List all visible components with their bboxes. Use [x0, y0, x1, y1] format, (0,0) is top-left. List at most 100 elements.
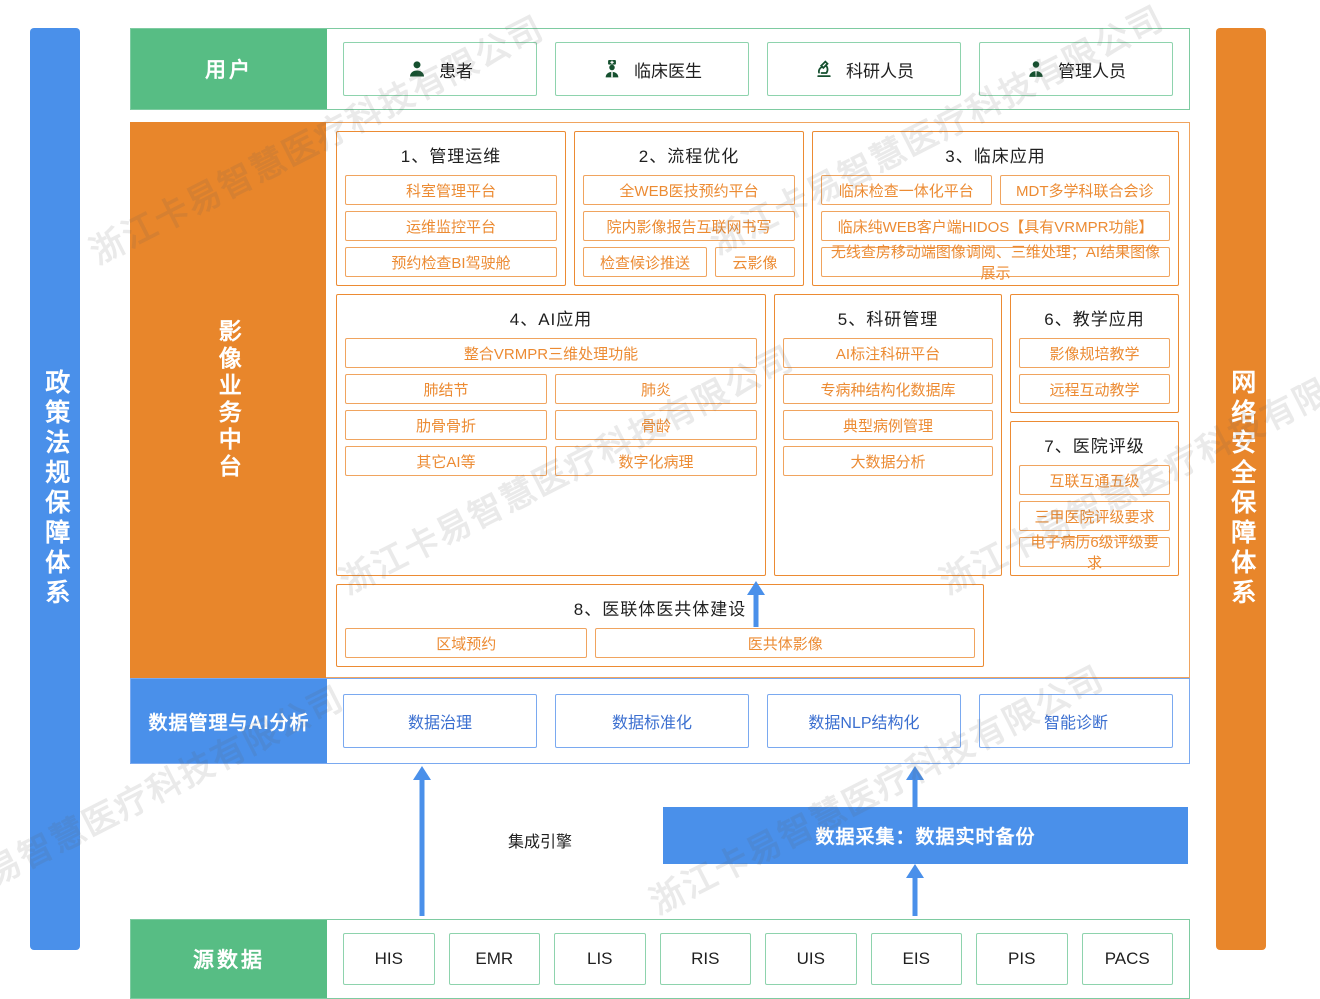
data-card-standardization[interactable]: 数据标准化	[555, 694, 749, 748]
chip-item[interactable]: 典型病例管理	[783, 410, 993, 440]
chip-row: 肋骨骨折 骨龄	[345, 410, 757, 440]
arrow-data-to-platform	[746, 581, 766, 627]
data-card-intelligent-diagnosis[interactable]: 智能诊断	[979, 694, 1173, 748]
group-management-ops: 1、管理运维 科室管理平台 运维监控平台 预约检查BI驾驶舱	[336, 131, 566, 286]
source-card-uis[interactable]: UIS	[765, 933, 857, 985]
chip-item[interactable]: 云影像	[715, 247, 795, 277]
chip-row: 其它AI等 数字化病理	[345, 446, 757, 476]
chip-row: 互联互通五级	[1019, 465, 1170, 495]
group-title: 4、AI应用	[509, 310, 593, 329]
platform-group-row-2: 4、AI应用 整合VRMPR三维处理功能 肺结节 肺炎 肋骨骨折 骨龄 其它AI…	[336, 294, 1179, 576]
source-card-pacs[interactable]: PACS	[1081, 933, 1173, 985]
arrow-capture-to-data	[905, 766, 925, 810]
chip-item[interactable]: 大数据分析	[783, 446, 993, 476]
chip-item[interactable]: 临床检查一体化平台	[821, 175, 992, 205]
user-layer-label: 用户	[131, 29, 327, 109]
user-card-researcher[interactable]: 科研人员	[767, 42, 961, 96]
user-card-label: 科研人员	[846, 61, 914, 81]
chip-item[interactable]: 全WEB医技预约平台	[583, 175, 795, 205]
source-card-lis[interactable]: LIS	[554, 933, 646, 985]
source-card-list: HIS EMR LIS RIS UIS EIS PIS PACS	[327, 920, 1189, 998]
chip-row: 全WEB医技预约平台	[583, 175, 795, 205]
data-card-nlp[interactable]: 数据NLP结构化	[767, 694, 961, 748]
integration-engine-label: 集成引擎	[507, 834, 572, 851]
chip-item[interactable]: 运维监控平台	[345, 211, 557, 241]
connector-layer: 数据采集：数据实时备份 集成引擎	[130, 764, 1190, 919]
source-card-his[interactable]: HIS	[343, 933, 435, 985]
chip-item[interactable]: 无线查房移动端图像调阅、三维处理；AI结果图像展示	[821, 244, 1170, 282]
doctor-icon	[602, 59, 622, 79]
source-card-pis[interactable]: PIS	[976, 933, 1068, 985]
chip-item[interactable]: 检查候诊推送	[583, 247, 707, 277]
chip-row: 科室管理平台	[345, 175, 557, 205]
chip-item[interactable]: 整合VRMPR三维处理功能	[345, 338, 757, 368]
group-title: 5、科研管理	[837, 310, 939, 329]
arrow-source-to-capture	[905, 864, 925, 916]
chip-item[interactable]: 骨龄	[555, 410, 757, 440]
chip-item[interactable]: 远程互动教学	[1019, 374, 1170, 404]
chip-row: 典型病例管理	[783, 410, 993, 440]
data-card-governance[interactable]: 数据治理	[343, 694, 537, 748]
manager-icon	[1026, 59, 1046, 79]
group-title: 1、管理运维	[400, 147, 502, 166]
architecture-stack: 用户 患者	[130, 28, 1190, 999]
chip-item[interactable]: 其它AI等	[345, 446, 547, 476]
user-card-label: 患者	[439, 61, 473, 81]
user-card-label: 管理人员	[1058, 61, 1126, 81]
user-card-administrator[interactable]: 管理人员	[979, 42, 1173, 96]
group-title: 6、教学应用	[1044, 310, 1145, 329]
chip-item[interactable]: 专病种结构化数据库	[783, 374, 993, 404]
chip-item[interactable]: MDT多学科联合会诊	[999, 175, 1170, 205]
user-layer: 用户 患者	[130, 28, 1190, 110]
user-card-list: 患者 临床医生	[327, 29, 1189, 109]
chip-item[interactable]: 互联互通五级	[1019, 465, 1170, 495]
user-card-clinician[interactable]: 临床医生	[555, 42, 749, 96]
source-card-emr[interactable]: EMR	[448, 933, 540, 985]
source-card-eis[interactable]: EIS	[870, 933, 962, 985]
chip-item[interactable]: 肺结节	[345, 374, 547, 404]
chip-item[interactable]: 数字化病理	[555, 446, 757, 476]
source-data-label: 源数据	[131, 920, 327, 998]
chip-row: 临床纯WEB客户端HIDOS【具有VRMPR功能】	[821, 211, 1170, 241]
chip-row: 整合VRMPR三维处理功能	[345, 338, 757, 368]
data-management-ai-label: 数据管理与AI分析	[131, 679, 327, 763]
chip-row: 运维监控平台	[345, 211, 557, 241]
chip-item[interactable]: AI标注科研平台	[783, 338, 993, 368]
chip-item[interactable]: 电子病历6级评级要求	[1019, 534, 1170, 572]
chip-row: 院内影像报告互联网书写	[583, 211, 795, 241]
chip-item[interactable]: 区域预约	[345, 628, 588, 658]
chip-row: 无线查房移动端图像调阅、三维处理；AI结果图像展示	[821, 244, 1170, 282]
chip-item[interactable]: 预约检查BI驾驶舱	[345, 247, 557, 277]
chip-row: 预约检查BI驾驶舱	[345, 247, 557, 277]
chip-row: 区域预约 医共体影像	[345, 628, 975, 658]
group-process-optimization: 2、流程优化 全WEB医技预约平台 院内影像报告互联网书写 检查候诊推送 云影像	[574, 131, 804, 286]
group-clinical-application: 3、临床应用 临床检查一体化平台 MDT多学科联合会诊 临床纯WEB客户端HID…	[812, 131, 1179, 286]
chip-item[interactable]: 三甲医院评级要求	[1019, 501, 1170, 531]
chip-item[interactable]: 肺炎	[555, 374, 757, 404]
chip-row: 临床检查一体化平台 MDT多学科联合会诊	[821, 175, 1170, 205]
chip-item[interactable]: 影像规培教学	[1019, 338, 1170, 368]
chip-row: 影像规培教学	[1019, 338, 1170, 368]
group-medical-alliance: 8、医联体医共体建设 区域预约 医共体影像	[336, 584, 984, 667]
source-data-layer: 源数据 HIS EMR LIS RIS UIS EIS PIS PACS	[130, 919, 1190, 999]
policy-regulation-pillar-label: 政策法规保障体系	[41, 369, 70, 609]
chip-row: 远程互动教学	[1019, 374, 1170, 404]
source-card-ris[interactable]: RIS	[659, 933, 751, 985]
user-card-patient[interactable]: 患者	[343, 42, 537, 96]
chip-item[interactable]: 科室管理平台	[345, 175, 557, 205]
chip-item[interactable]: 院内影像报告互联网书写	[583, 211, 795, 241]
data-management-ai-layer: 数据管理与AI分析 数据治理 数据标准化 数据NLP结构化 智能诊断	[130, 678, 1190, 764]
chip-row: 肺结节 肺炎	[345, 374, 757, 404]
chip-row: AI标注科研平台	[783, 338, 993, 368]
imaging-business-platform-label: 影像业务中台	[130, 122, 326, 678]
chip-item[interactable]: 医共体影像	[595, 628, 975, 658]
group-title: 2、流程优化	[638, 147, 740, 166]
imaging-business-platform-layer: 影像业务中台 1、管理运维 科室管理平台 运维监控平台 预约检查BI驾驶舱	[130, 122, 1190, 678]
group-teaching-application: 6、教学应用 影像规培教学 远程互动教学	[1010, 294, 1179, 413]
group-title: 8、医联体医共体建设	[573, 600, 747, 619]
chip-row: 检查候诊推送 云影像	[583, 247, 795, 277]
data-capture-bar: 数据采集：数据实时备份	[663, 807, 1188, 864]
chip-item[interactable]: 临床纯WEB客户端HIDOS【具有VRMPR功能】	[821, 211, 1170, 241]
chip-item[interactable]: 肋骨骨折	[345, 410, 547, 440]
microscope-icon	[814, 59, 834, 79]
